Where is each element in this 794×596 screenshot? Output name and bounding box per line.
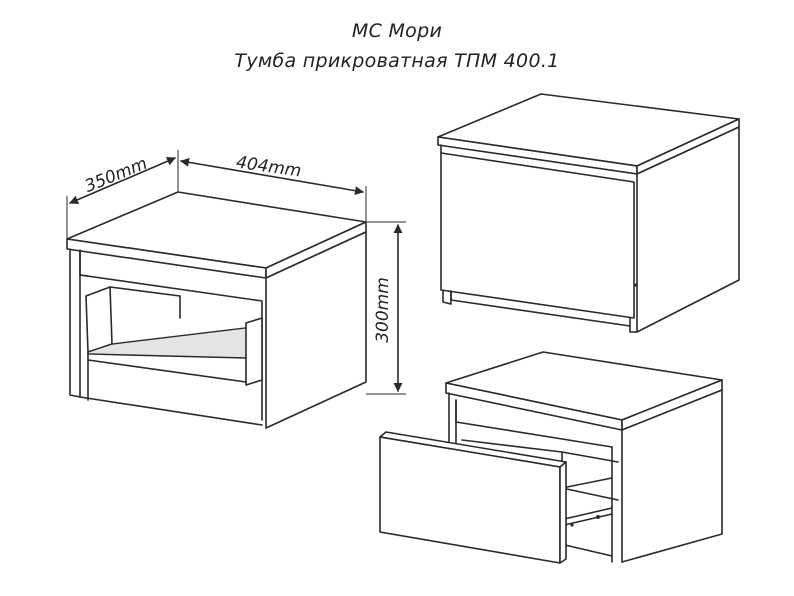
depth-label: 350mm — [82, 154, 150, 197]
nightstand-drawer-open-view — [379, 351, 723, 564]
title-brand: МС Мори — [351, 20, 443, 42]
width-label: 404mm — [235, 153, 303, 182]
title-product: Тумба прикроватная ТПМ 400.1 — [234, 50, 560, 72]
width-dimension-line — [180, 157, 364, 196]
nightstand-dimensioned-view: 350mm 404mm 300mm — [66, 150, 406, 429]
depth-dimension-line — [69, 157, 176, 204]
height-label: 300mm — [373, 277, 393, 343]
nightstand-closed-view — [437, 93, 740, 333]
